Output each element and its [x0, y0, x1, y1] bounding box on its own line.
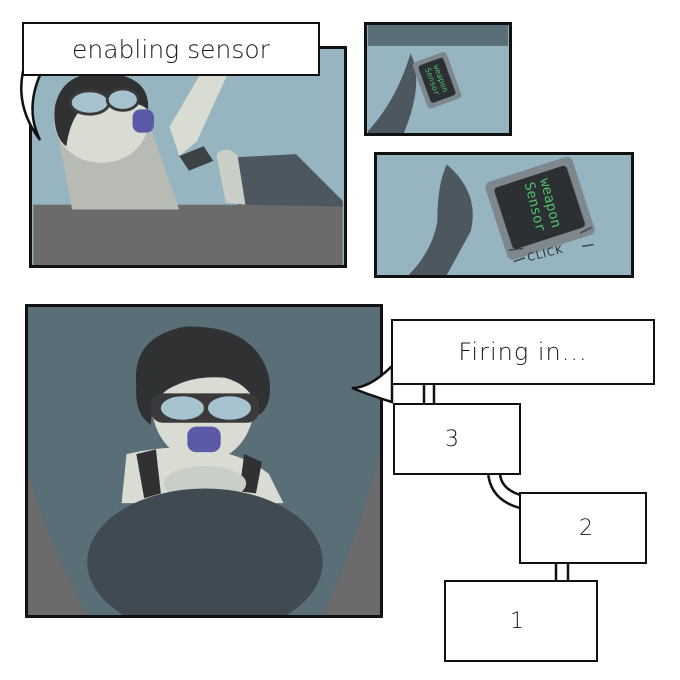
panel-sensor-closeup: weapon Sensor	[364, 22, 512, 136]
panel-enabling-sensor	[29, 46, 347, 268]
panel-pilot-firing	[25, 304, 383, 618]
caption-firing-in-text: Firing in...	[458, 338, 588, 366]
panel-3-art	[380, 155, 628, 275]
panel-1-art	[33, 49, 343, 265]
panel-4-art	[28, 307, 380, 615]
countdown-box-2: 2	[519, 492, 647, 564]
countdown-3-text: 3	[445, 426, 459, 452]
countdown-box-1: 1	[444, 580, 598, 662]
panel-2-art	[367, 25, 509, 133]
countdown-2-text: 2	[579, 515, 593, 541]
caption-firing-in: Firing in...	[391, 319, 655, 385]
countdown-1-text: 1	[510, 608, 524, 634]
caption-enabling-sensor: enabling sensor	[22, 22, 320, 76]
countdown-box-3: 3	[393, 403, 521, 475]
caption-enabling-sensor-text: enabling sensor	[72, 34, 270, 64]
panel-sensor-click: weapon Sensor CLICK	[374, 152, 634, 278]
